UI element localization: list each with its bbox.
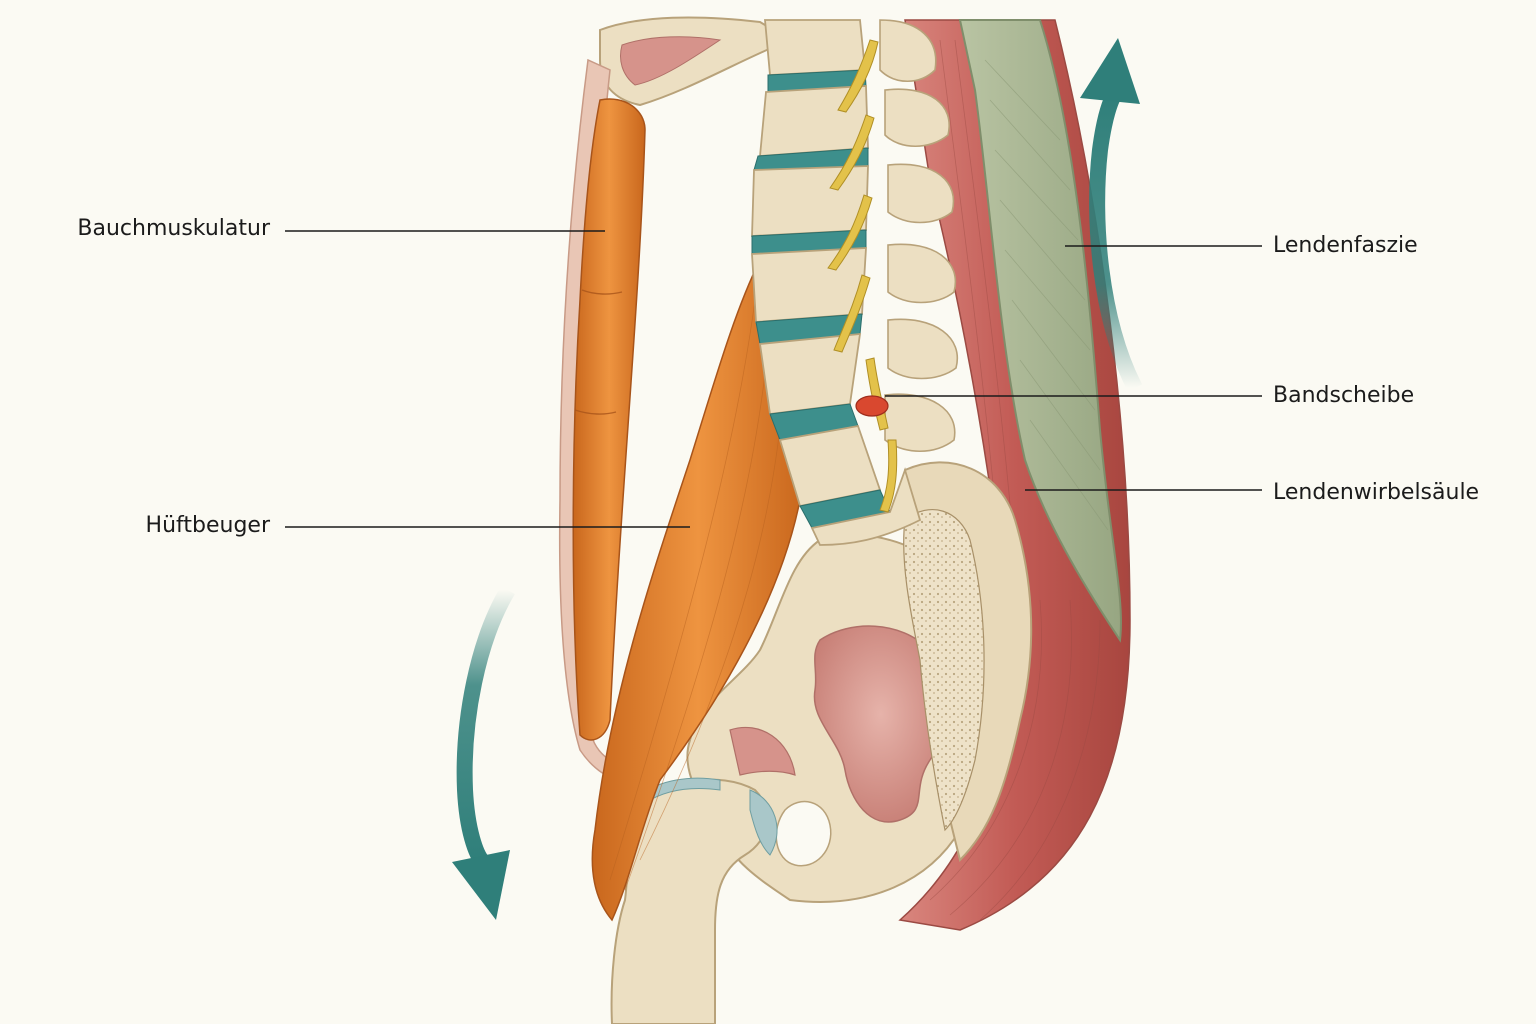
abdominal-muscle-group <box>558 58 662 785</box>
nerve-root-6 <box>879 439 898 513</box>
nerve-root-4 <box>833 274 871 353</box>
femoral-head-cartilage <box>749 789 778 856</box>
spinous-process-5 <box>887 318 959 380</box>
lumbar-spine-group <box>751 19 959 546</box>
spinous-process-3 <box>887 163 955 224</box>
spinous-process-2 <box>884 88 950 147</box>
spinous-process-4 <box>887 243 957 304</box>
femur-group <box>610 777 778 1024</box>
obturator-foramen <box>775 800 832 867</box>
vertebra-l3 <box>751 165 869 237</box>
curved-arrow-up-icon <box>1080 38 1143 392</box>
spinous-process-1 <box>879 19 937 82</box>
sacrum-group <box>903 461 1033 862</box>
nerve-root-5 <box>865 357 889 431</box>
label-disc: Bandscheibe <box>1273 383 1415 408</box>
label-abdominal-muscles: Bauchmuskulatur <box>77 216 270 241</box>
sacral-base <box>810 467 922 546</box>
lumbar-fascia-shape <box>958 19 1122 643</box>
sacrum-spongy <box>903 509 985 832</box>
nerve-root-2 <box>829 114 875 191</box>
vertebra-l4 <box>751 247 867 323</box>
label-lumbar-spine: Lendenwirbelsäule <box>1273 480 1480 505</box>
label-hip-flexor: Hüftbeuger <box>145 513 270 538</box>
back-muscle-group <box>898 19 1131 931</box>
label-lumbar-fascia: Lendenfaszie <box>1273 233 1418 258</box>
rib-group <box>599 16 793 107</box>
nerve-root-3 <box>827 194 873 271</box>
femur-bone <box>610 778 769 1024</box>
curved-arrow-down-icon <box>452 585 515 920</box>
acetabulum-socket <box>729 726 796 776</box>
disc-herniation <box>855 395 889 417</box>
rectus-abdominis-muscle <box>572 98 646 741</box>
vertebra-l1 <box>764 19 866 76</box>
rib-inner <box>620 36 722 86</box>
nerve-root-1 <box>837 39 879 113</box>
